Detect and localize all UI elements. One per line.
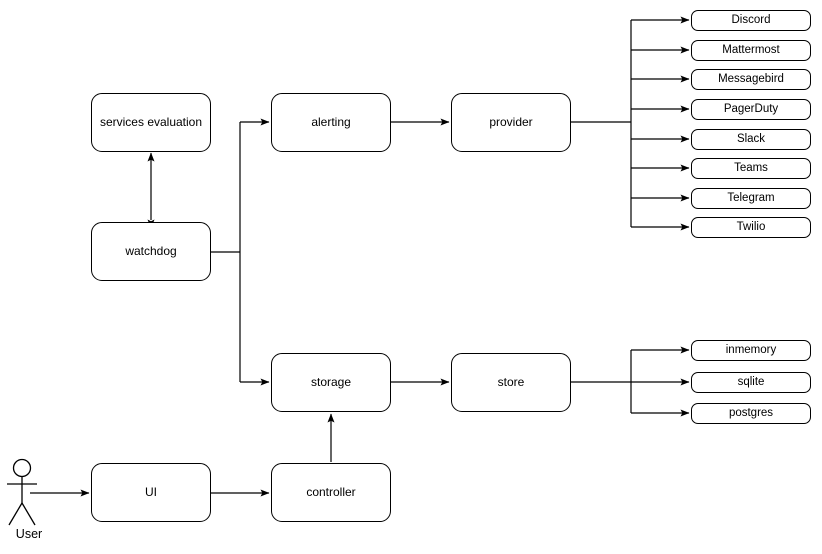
node-provider-slack[interactable]: Slack	[691, 129, 811, 150]
node-controller[interactable]: controller	[271, 463, 391, 522]
node-provider[interactable]: provider	[451, 93, 571, 152]
node-storage[interactable]: storage	[271, 353, 391, 412]
actor-label: User	[15, 527, 43, 541]
node-store-postgres[interactable]: postgres	[691, 403, 811, 424]
node-watchdog[interactable]: watchdog	[91, 222, 211, 281]
node-provider-mattermost[interactable]: Mattermost	[691, 40, 811, 61]
stick-figure-actor-icon	[7, 458, 37, 526]
node-provider-pagerduty[interactable]: PagerDuty	[691, 99, 811, 120]
node-alerting[interactable]: alerting	[271, 93, 391, 152]
node-provider-teams[interactable]: Teams	[691, 158, 811, 179]
node-store[interactable]: store	[451, 353, 571, 412]
node-store-inmemory[interactable]: inmemory	[691, 340, 811, 361]
node-provider-discord[interactable]: Discord	[691, 10, 811, 31]
node-ui[interactable]: UI	[91, 463, 211, 522]
node-provider-messagebird[interactable]: Messagebird	[691, 69, 811, 90]
node-store-sqlite[interactable]: sqlite	[691, 372, 811, 393]
node-provider-twilio[interactable]: Twilio	[691, 217, 811, 238]
node-provider-telegram[interactable]: Telegram	[691, 188, 811, 209]
node-services-evaluation[interactable]: services evaluation	[91, 93, 211, 152]
